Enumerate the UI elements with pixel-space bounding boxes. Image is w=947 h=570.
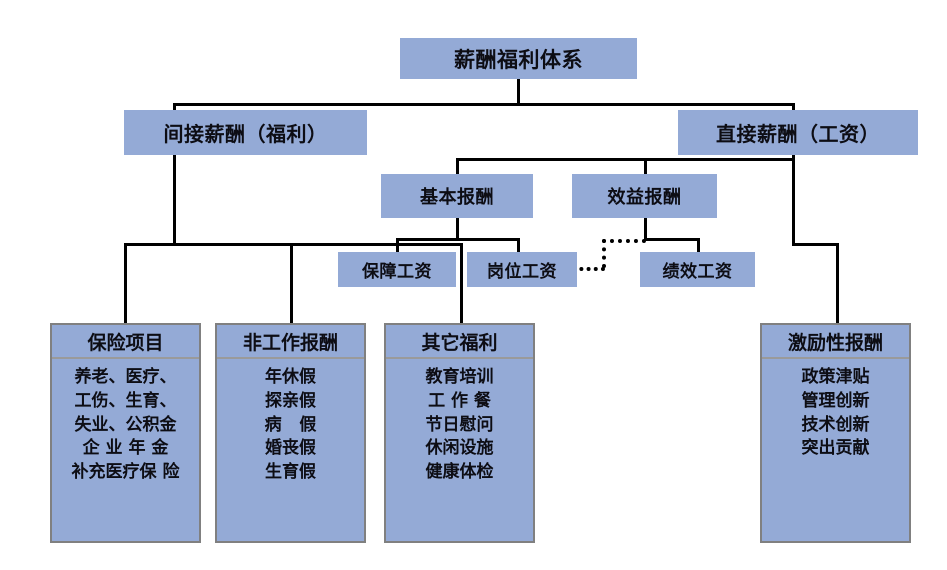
list-item: 探亲假: [265, 390, 316, 411]
panel-other-benefits-header: 其它福利: [386, 325, 533, 359]
list-item: 技术创新: [801, 414, 870, 435]
list-item: 养老、医疗、: [74, 367, 177, 387]
node-merit-wage[interactable]: 绩效工资: [640, 252, 755, 287]
node-basic-pay-label: 基本报酬: [420, 187, 494, 208]
connector-level2-bus: [173, 103, 795, 106]
connector-root-down: [517, 79, 520, 105]
node-merit-wage-label: 绩效工资: [662, 262, 733, 282]
dotted-connector-performance-drop: [602, 239, 606, 268]
connector-to-performance: [644, 158, 647, 174]
node-root[interactable]: 薪酬福利体系: [400, 38, 637, 79]
list-item: 政策津贴: [801, 367, 870, 387]
node-direct-compensation[interactable]: 直接薪酬（工资）: [678, 110, 918, 155]
panel-nonwork-pay-header: 非工作报酬: [217, 325, 364, 359]
node-indirect-compensation-label: 间接薪酬（福利）: [163, 122, 328, 146]
list-item: 失业、公积金: [74, 414, 177, 435]
node-basic-pay[interactable]: 基本报酬: [381, 174, 533, 218]
connector-to-panel-other: [460, 243, 463, 323]
panel-insurance-header: 保险项目: [52, 325, 199, 359]
list-item: 生育假: [265, 462, 316, 483]
list-item: 突出贡献: [801, 438, 870, 459]
node-performance-pay[interactable]: 效益报酬: [572, 174, 717, 218]
connector-to-panel-insurance: [124, 243, 127, 323]
connector-to-basic: [456, 158, 459, 174]
node-guarantee-wage-label: 保障工资: [362, 262, 432, 282]
list-item: 休闲设施: [425, 438, 494, 459]
list-item: 教育培训: [425, 367, 494, 387]
connector-indirect-down: [173, 155, 176, 244]
connector-direct-down: [792, 155, 795, 190]
list-item: 病 假: [264, 414, 317, 435]
list-item: 企 业 年 金: [82, 438, 169, 459]
list-item: 节日慰问: [425, 414, 494, 435]
list-item: 工 作 餐: [428, 390, 491, 411]
connector-benefits-bus: [124, 243, 463, 246]
panel-nonwork-pay[interactable]: 非工作报酬 年休假 探亲假 病 假 婚丧假 生育假: [215, 323, 366, 543]
node-guarantee-wage[interactable]: 保障工资: [338, 252, 456, 287]
connector-incentive-bus: [792, 243, 839, 246]
list-item: 健康体检: [425, 462, 494, 483]
list-item: 管理创新: [801, 390, 870, 411]
connector-basic-bus: [396, 238, 520, 241]
node-indirect-compensation[interactable]: 间接薪酬（福利）: [124, 110, 367, 155]
node-post-wage-label: 岗位工资: [487, 262, 557, 282]
connector-to-guarantee-wage: [396, 238, 399, 252]
dotted-connector-performance-top: [602, 239, 646, 243]
connector-performance-down: [644, 218, 647, 240]
node-direct-compensation-label: 直接薪酬（工资）: [716, 122, 880, 146]
list-item: 补充医疗保 险: [71, 462, 180, 483]
list-item: 工伤、生育、: [74, 390, 177, 411]
panel-incentive-pay-header: 激励性报酬: [762, 325, 909, 359]
panel-incentive-pay-items: 政策津贴 管理创新 技术创新 突出贡献: [762, 359, 909, 541]
connector-basic-down: [456, 218, 459, 240]
connector-to-panel-nonwork: [290, 243, 293, 323]
list-item: 年休假: [265, 367, 316, 387]
panel-nonwork-pay-items: 年休假 探亲假 病 假 婚丧假 生育假: [217, 359, 364, 541]
list-item: 婚丧假: [265, 438, 316, 459]
node-post-wage[interactable]: 岗位工资: [467, 252, 577, 287]
panel-insurance-items: 养老、医疗、 工伤、生育、 失业、公积金 企 业 年 金 补充医疗保 险: [52, 359, 199, 541]
connector-performance-bus: [644, 238, 700, 241]
dotted-connector-to-post-wage: [565, 267, 605, 271]
connector-to-panel-incentive: [836, 243, 839, 323]
node-performance-pay-label: 效益报酬: [607, 187, 682, 208]
panel-incentive-pay[interactable]: 激励性报酬 政策津贴 管理创新 技术创新 突出贡献: [760, 323, 911, 543]
connector-level3-bus: [456, 158, 795, 161]
panel-insurance[interactable]: 保险项目 养老、医疗、 工伤、生育、 失业、公积金 企 业 年 金 补充医疗保 …: [50, 323, 201, 543]
panel-other-benefits[interactable]: 其它福利 教育培训 工 作 餐 节日慰问 休闲设施 健康体检: [384, 323, 535, 543]
connector-to-merit-wage: [697, 238, 700, 252]
node-root-label: 薪酬福利体系: [454, 46, 583, 72]
connector-direct-to-incentive-drop: [792, 190, 795, 246]
panel-other-benefits-items: 教育培训 工 作 餐 节日慰问 休闲设施 健康体检: [386, 359, 533, 541]
connector-to-post-wage: [517, 238, 520, 252]
